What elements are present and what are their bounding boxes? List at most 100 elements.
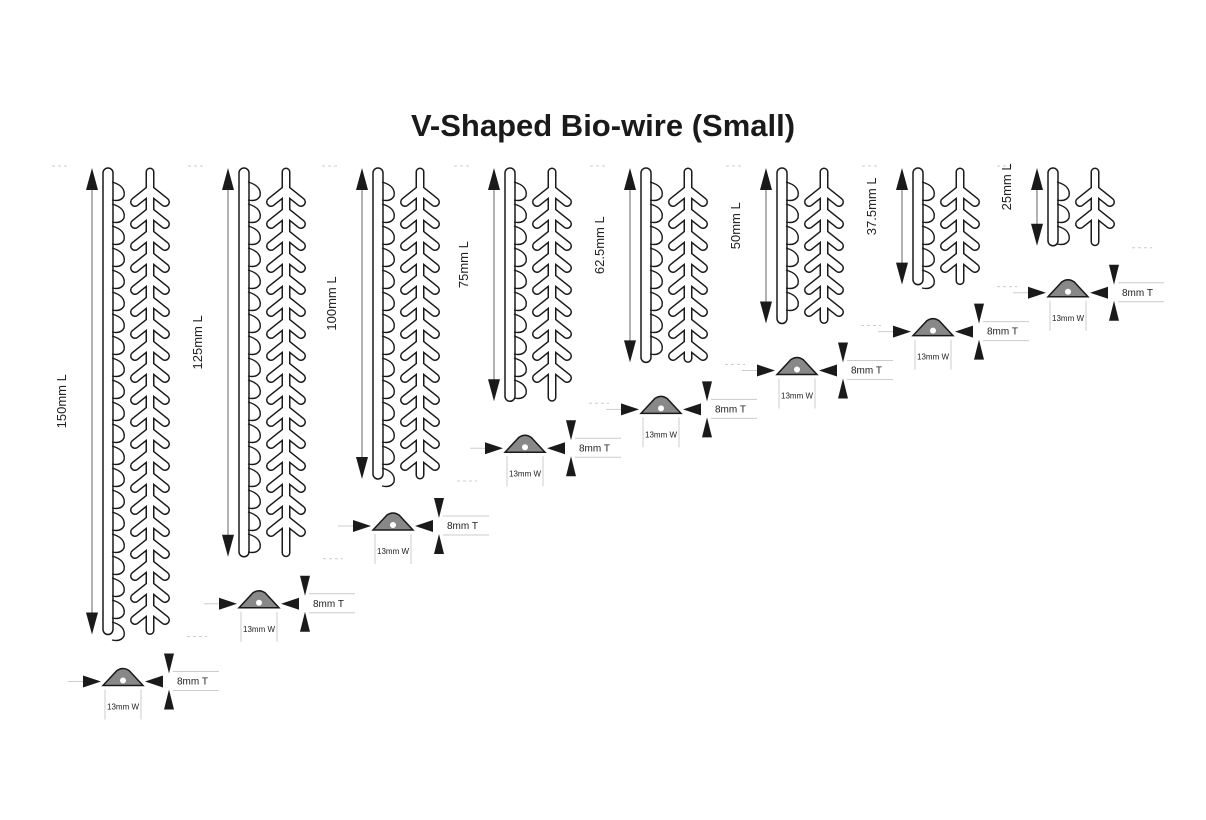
chevron-fill	[131, 208, 169, 228]
chevron-fill	[131, 186, 169, 206]
chevron-fill	[401, 406, 439, 426]
chevron-fill	[131, 560, 169, 580]
arrow-up-icon	[760, 168, 772, 190]
side-barb	[111, 335, 125, 356]
arrow-up-icon	[838, 378, 848, 399]
chevron-fill	[401, 428, 439, 448]
side-barb	[381, 247, 395, 268]
chevron-fill	[267, 230, 305, 250]
chevron-fill	[131, 516, 169, 536]
arrow-left-icon	[819, 364, 837, 377]
side-barb	[111, 621, 125, 642]
cross-section-shape	[101, 667, 145, 687]
chevron-fill	[401, 274, 439, 294]
side-barb	[785, 291, 799, 312]
cross-section-shape	[911, 317, 955, 337]
chevron-column	[532, 167, 572, 402]
chevron-fill	[941, 252, 979, 272]
side-barb	[649, 247, 663, 268]
side-view-strip	[776, 167, 788, 325]
arrow-down-icon	[356, 457, 368, 479]
length-label: 150mm L	[54, 374, 69, 428]
chevron-fill	[401, 296, 439, 316]
side-barb	[111, 313, 125, 334]
arrow-down-icon	[164, 653, 174, 674]
chevron-fill	[401, 362, 439, 382]
chevron-fill	[131, 494, 169, 514]
arrow-right-icon	[1028, 286, 1046, 299]
side-barb	[247, 291, 261, 312]
side-barb	[649, 269, 663, 290]
chevron-fill	[401, 230, 439, 250]
thickness-label: 8mm T	[987, 327, 1018, 338]
width-label: 13mm W	[107, 703, 139, 712]
chevron-fill	[669, 230, 707, 250]
chevron-fill	[267, 340, 305, 360]
cross-section-shape	[639, 395, 683, 415]
chevron-fill	[267, 494, 305, 514]
chevron-fill	[131, 428, 169, 448]
chevron-fill	[267, 516, 305, 536]
side-barb	[785, 225, 799, 246]
length-label: 50mm L	[728, 202, 743, 249]
side-barb	[111, 445, 125, 466]
chevron-fill	[267, 208, 305, 228]
chevron-fill	[669, 252, 707, 272]
side-barb	[247, 379, 261, 400]
cross-section-shape	[1046, 279, 1090, 298]
arrow-down-icon	[1109, 264, 1119, 285]
chevron-fill	[805, 230, 843, 250]
side-barb	[921, 225, 935, 246]
chevron-fill	[805, 296, 843, 316]
side-barb	[381, 467, 395, 488]
side-barb	[111, 467, 125, 488]
side-barb	[381, 401, 395, 422]
chevron-fill	[267, 318, 305, 338]
side-barb	[111, 511, 125, 532]
chevron-fill	[533, 318, 571, 338]
side-barb	[381, 379, 395, 400]
side-barb	[649, 203, 663, 224]
side-barb	[111, 379, 125, 400]
length-label: 25mm L	[999, 163, 1014, 210]
chevron-fill	[131, 318, 169, 338]
chevron-fill	[669, 208, 707, 228]
side-barb	[381, 181, 395, 202]
side-barb	[111, 225, 125, 246]
side-barb	[111, 577, 125, 598]
chevron-fill	[941, 208, 979, 228]
chevron-column	[266, 167, 306, 558]
cross-section-core	[522, 444, 528, 451]
chevron-fill	[131, 450, 169, 470]
chevron-fill	[669, 296, 707, 316]
width-label: 13mm W	[645, 430, 677, 439]
cross-section-core	[120, 677, 126, 684]
side-barb	[921, 203, 935, 224]
chevron-fill	[805, 252, 843, 272]
chevron-fill	[941, 186, 979, 206]
arrow-up-icon	[624, 168, 636, 190]
side-barb	[111, 181, 125, 202]
side-barb	[247, 203, 261, 224]
cross-section-core	[256, 599, 262, 606]
arrow-left-icon	[281, 597, 299, 610]
side-barb	[381, 313, 395, 334]
side-barb	[921, 269, 935, 290]
side-barb	[513, 225, 527, 246]
chevron-fill	[533, 208, 571, 228]
side-barb	[513, 291, 527, 312]
arrow-down-icon	[896, 262, 908, 285]
arrow-up-icon	[566, 456, 576, 477]
chevron-fill	[533, 186, 571, 206]
arrow-right-icon	[757, 364, 775, 377]
chevron-fill	[267, 362, 305, 382]
side-barb	[649, 225, 663, 246]
chevron-fill	[805, 208, 843, 228]
chevron-fill	[267, 472, 305, 492]
chevron-fill	[131, 582, 169, 602]
arrow-right-icon	[485, 442, 503, 455]
